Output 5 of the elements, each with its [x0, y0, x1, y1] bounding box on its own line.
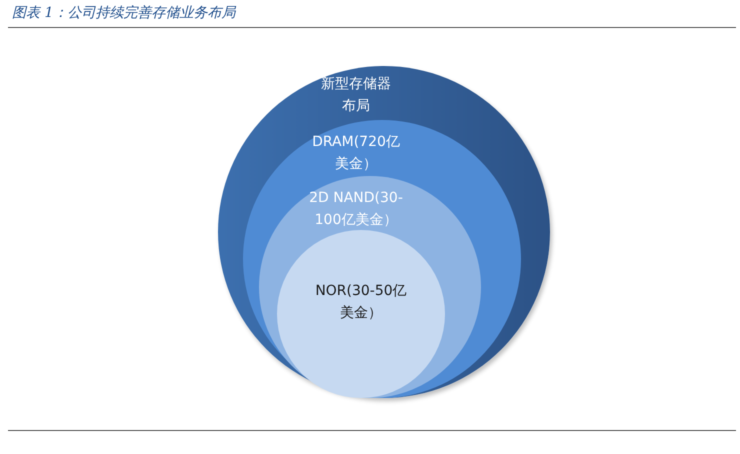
- title: 图表 1：公司持续完善存储业务布局: [12, 4, 236, 22]
- circle-label: NOR(30-50亿美金）: [314, 282, 408, 323]
- circle-label: 新型存储器布局: [320, 75, 392, 116]
- circle-label: 2D NAND(30-100亿美金）: [308, 189, 404, 230]
- circle-label: DRAM(720亿美金）: [311, 133, 401, 174]
